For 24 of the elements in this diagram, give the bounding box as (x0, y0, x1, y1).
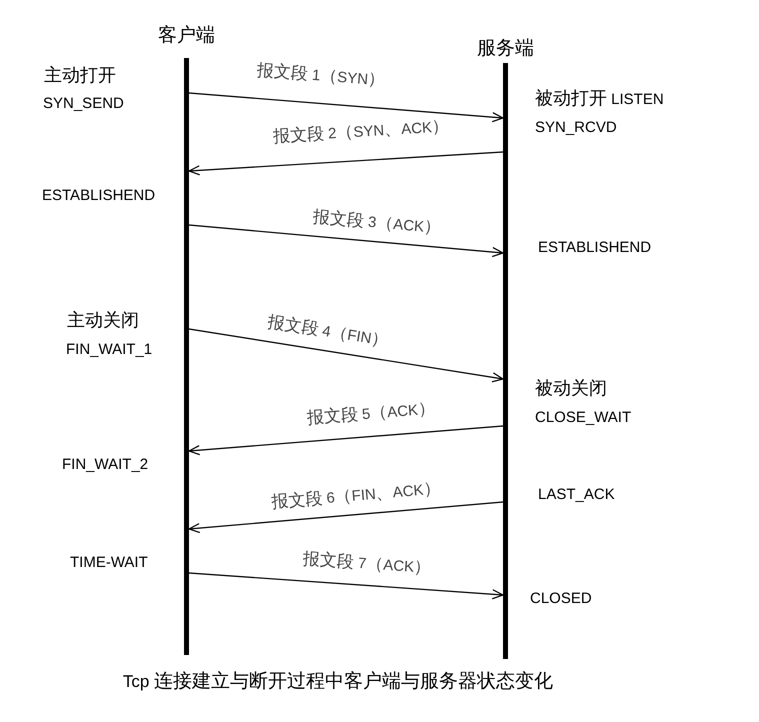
state-label: TIME-WAIT (70, 553, 148, 573)
participant-label: 服务端 (477, 37, 534, 60)
arrow (188, 92, 504, 122)
arrow (188, 151, 504, 176)
arrow (188, 425, 504, 456)
state-label: LAST_ACK (538, 485, 615, 505)
state-label: CLOSED (530, 589, 592, 609)
state-label: ESTABLISHEND (538, 238, 652, 258)
state-label: SYN_SEND (43, 94, 124, 114)
state-label: CLOSE_WAIT (535, 408, 632, 428)
state-label: SYN_RCVD (535, 118, 617, 138)
arrow (188, 328, 504, 382)
arrow (188, 501, 504, 534)
arrow (188, 224, 504, 258)
state-label: ESTABLISHEND (42, 186, 156, 206)
state-label: FIN_WAIT_2 (62, 455, 148, 475)
arrow (188, 572, 504, 600)
state-label: 主动打开 (44, 66, 116, 87)
state-label: 主动关闭 (67, 311, 139, 332)
state-label: 被动关闭 (535, 379, 607, 400)
state-label: 被动打开 LISTEN (535, 89, 664, 110)
state-label: FIN_WAIT_1 (66, 340, 152, 360)
participant-label: 客户端 (158, 24, 215, 47)
caption: Tcp 连接建立与断开过程中客户端与服务器状态变化 (122, 671, 554, 692)
